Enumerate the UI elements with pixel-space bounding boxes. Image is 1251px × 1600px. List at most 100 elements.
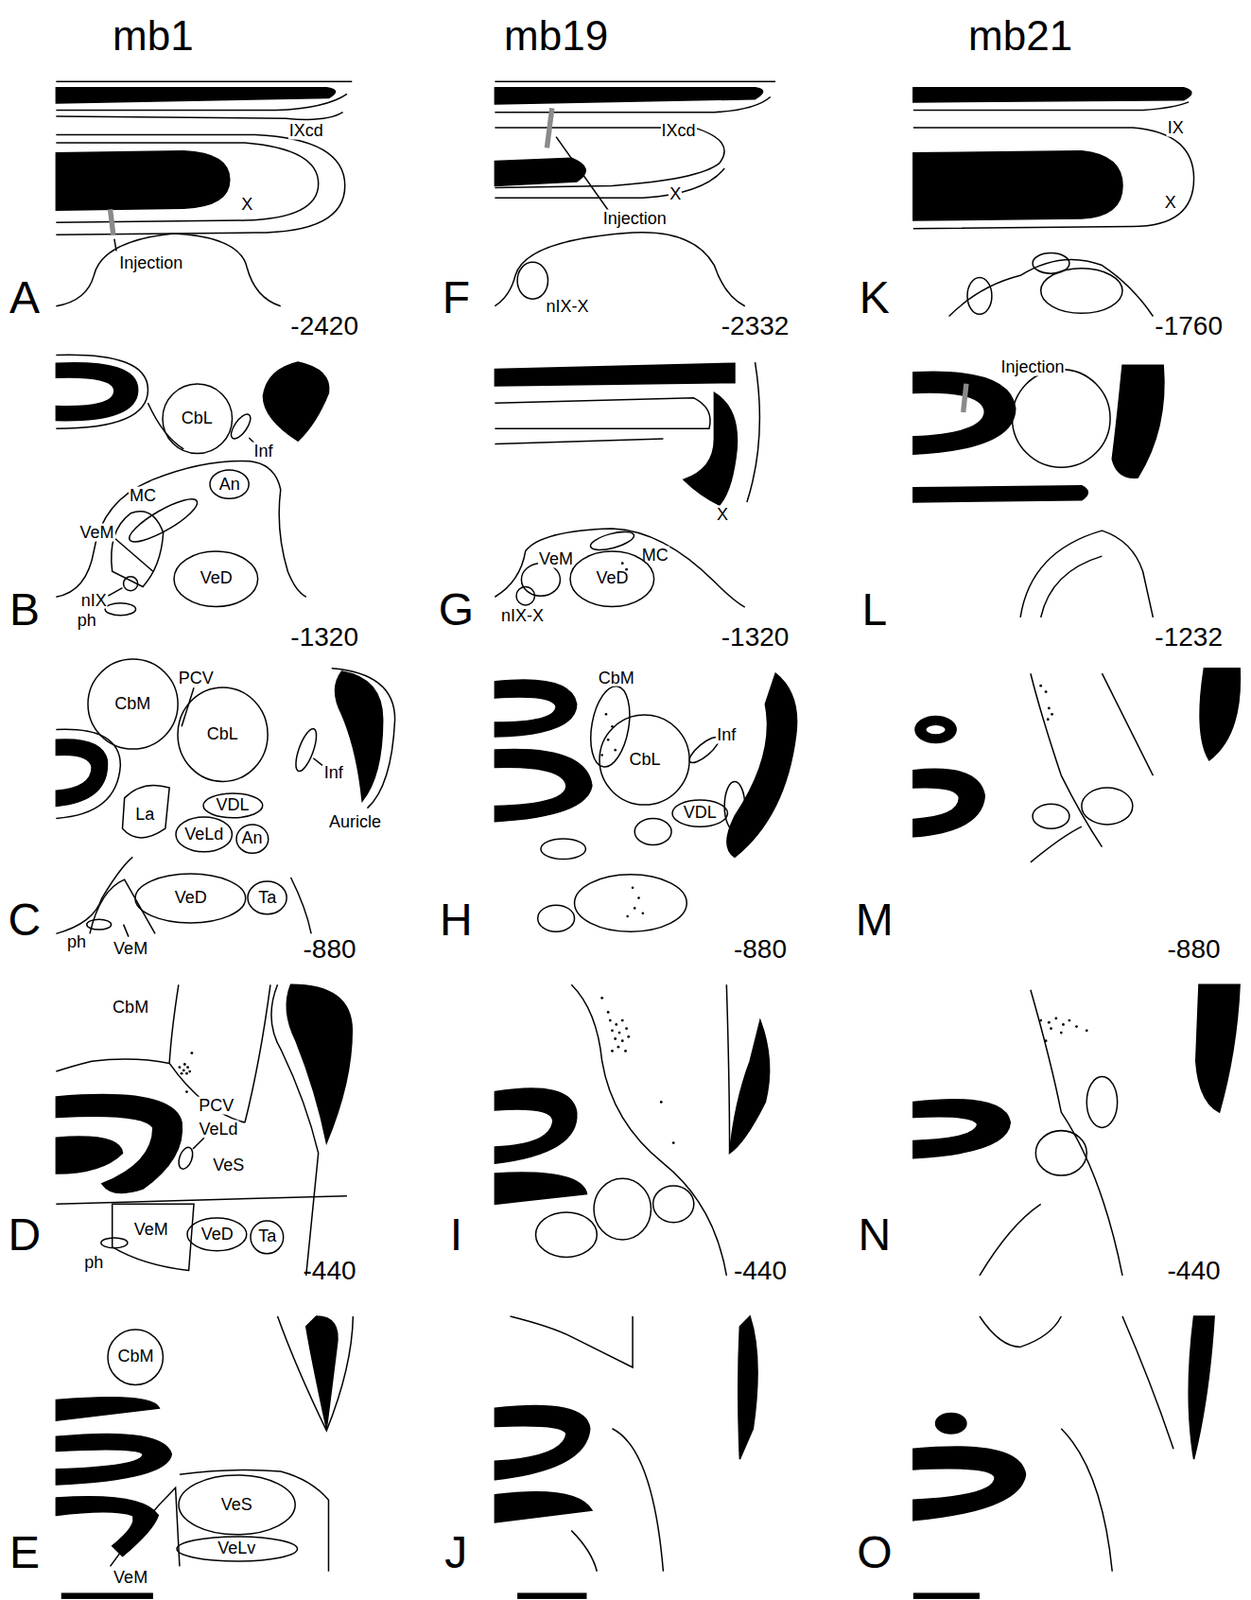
section-level: -1232 xyxy=(1154,624,1223,652)
structure-label: VeM xyxy=(79,523,116,542)
nucleus-outline: VeLd xyxy=(174,816,233,853)
nucleus-name: VeS xyxy=(221,1495,253,1515)
nucleus-name: An xyxy=(242,829,263,849)
structure-label: IXcd xyxy=(660,121,697,140)
nucleus-name: Ta xyxy=(258,888,277,908)
structure-label: IXcd xyxy=(288,121,325,140)
panel-letter: E xyxy=(9,1529,40,1577)
nucleus-outline: VeLv xyxy=(175,1535,298,1563)
structure-label: Inf xyxy=(323,763,345,782)
nucleus-outline: VeS xyxy=(177,1474,296,1536)
section-level: -440 xyxy=(733,1256,787,1285)
nucleus-name: CbM xyxy=(114,695,151,714)
structure-label: CbM xyxy=(111,998,150,1017)
nucleus-name: CbM xyxy=(118,1347,155,1367)
nucleus-outline: VeD xyxy=(173,550,260,608)
structure-label: IX xyxy=(1166,118,1185,137)
nucleus-name: CbL xyxy=(207,725,239,745)
nucleus-name: VeLv xyxy=(217,1539,256,1559)
nucleus-name: VeD xyxy=(174,888,208,908)
nucleus-name: An xyxy=(219,475,241,495)
panel-letter: C xyxy=(8,896,42,944)
structure-label: MC xyxy=(128,486,157,505)
nucleus-outline: CbM xyxy=(86,658,179,750)
structure-label: Injection xyxy=(1000,358,1066,377)
panel-letter: G xyxy=(438,586,474,634)
structure-label: La xyxy=(134,805,156,824)
structure-label: ph xyxy=(66,933,87,952)
nucleus-name: VeD xyxy=(200,569,233,589)
nucleus-outline: VeD xyxy=(134,872,247,924)
section-level: -440 xyxy=(303,1256,357,1285)
structure-label: Auricle xyxy=(328,812,383,831)
structure-label: X xyxy=(715,504,730,523)
nucleus-outline: CbL xyxy=(161,382,234,455)
section-level: -1760 xyxy=(1154,312,1223,341)
structure-label: CbM xyxy=(597,668,636,687)
panel-letter: H xyxy=(439,896,473,944)
nucleus-outline: Ta xyxy=(246,880,288,916)
panel-letter: F xyxy=(442,274,470,322)
nucleus-outline: VeD xyxy=(569,550,656,608)
panel-letter: B xyxy=(9,586,40,634)
nucleus-name: VDL xyxy=(216,796,250,816)
panel-letter: O xyxy=(856,1529,892,1577)
panel-letter: D xyxy=(8,1211,42,1259)
section-level: -2332 xyxy=(721,312,790,341)
structure-label: Injection xyxy=(118,254,184,273)
structure-label: VeS xyxy=(211,1156,245,1175)
column-header: mb21 xyxy=(968,14,1073,58)
nucleus-name: VeD xyxy=(201,1225,234,1245)
nucleus-name: VeD xyxy=(595,569,628,589)
nucleus-outline: An xyxy=(235,823,270,854)
nucleus-outline: VDL xyxy=(202,792,264,819)
section-level: -2420 xyxy=(290,312,359,341)
panel-letter: M xyxy=(855,896,894,944)
section-level: -1320 xyxy=(290,624,359,652)
structure-label: VeM xyxy=(112,1568,149,1587)
nucleus-outline: VDL xyxy=(671,799,729,828)
nucleus-outline: CbL xyxy=(598,713,691,806)
nucleus-name: CbL xyxy=(628,750,661,770)
panel-letter: N xyxy=(857,1211,891,1259)
column-header: mb1 xyxy=(112,14,194,58)
nucleus-outline: CbL xyxy=(176,686,269,782)
structure-label: VeM xyxy=(133,1220,170,1239)
structure-label: PCV xyxy=(197,1095,235,1114)
panel-letter: K xyxy=(859,274,890,322)
nucleus-outline: Ta xyxy=(249,1219,285,1255)
structure-label: nIX xyxy=(80,590,108,609)
structure-label: X xyxy=(1164,192,1178,211)
structure-label: Inf xyxy=(252,442,274,461)
panel-letter: L xyxy=(861,586,887,634)
nucleus-name: Ta xyxy=(258,1227,277,1247)
nucleus-outline: An xyxy=(208,469,250,500)
structure-label: ph xyxy=(83,1252,105,1271)
structure-label: ph xyxy=(76,611,98,630)
section-level: -880 xyxy=(303,935,357,963)
structure-label: X xyxy=(668,185,682,204)
column-header: mb19 xyxy=(503,14,609,58)
nucleus-name: VeLd xyxy=(184,825,224,845)
section-level: -440 xyxy=(1167,1256,1221,1285)
section-level: -880 xyxy=(1167,935,1221,963)
nucleus-outline: VeD xyxy=(186,1216,248,1252)
section-level: -1320 xyxy=(721,624,790,652)
nucleus-outline: CbM xyxy=(106,1328,164,1386)
structure-label: X xyxy=(240,194,254,213)
panel-letter: I xyxy=(450,1211,463,1259)
nucleus-name: CbL xyxy=(181,409,213,429)
structure-label: nIX-X xyxy=(500,606,545,625)
nucleus-name: VDL xyxy=(683,803,717,823)
section-level: -880 xyxy=(733,935,787,963)
structure-label: PCV xyxy=(177,668,215,687)
panel-letter: A xyxy=(9,274,40,322)
structure-label: Injection xyxy=(602,208,668,227)
structure-label: VeLd xyxy=(197,1119,239,1138)
structure-label: Inf xyxy=(715,726,737,745)
structure-label: VeM xyxy=(538,550,574,569)
structure-label: VeM xyxy=(112,938,149,957)
panel-letter: J xyxy=(444,1529,468,1577)
structure-label: nIX-X xyxy=(544,296,590,315)
